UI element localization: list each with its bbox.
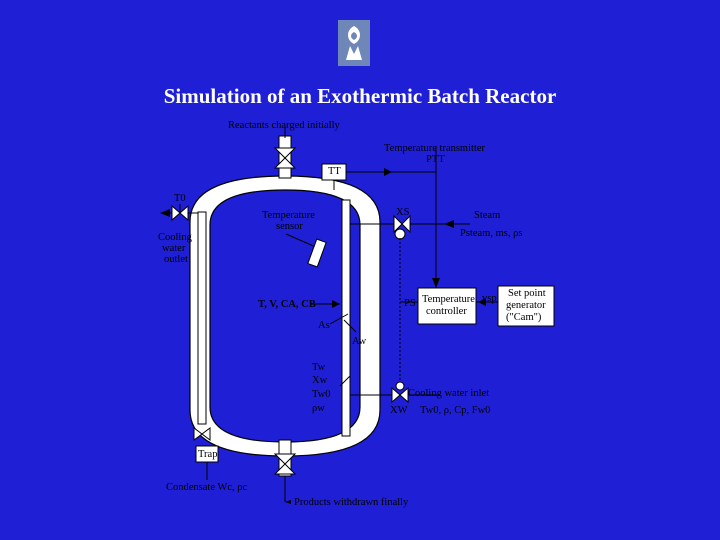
institution-logo [338, 20, 370, 66]
steam-props-label: Psteam, ms, ρs [460, 228, 523, 239]
cooling-outlet-label-3: outlet [164, 254, 188, 265]
temperature-controller-box [417, 287, 477, 325]
as-label: As [318, 320, 330, 331]
state-vars-label: T, V, CA, CB [258, 299, 316, 310]
jacket-label-1: Tw [312, 362, 326, 373]
controller-label-1: Temperature [422, 294, 475, 305]
steam-trap-valve [193, 427, 211, 441]
right-jacket-pipe [341, 199, 351, 437]
setpoint-generator-box [497, 285, 555, 327]
product-outlet-valve [273, 453, 297, 475]
t0-label: T0 [174, 193, 186, 204]
left-jacket-pipe [197, 211, 207, 425]
condensate-label: Condensate Wc, ρc [166, 482, 248, 493]
xs-label: XS [396, 207, 410, 218]
vsp-label: vsp [482, 293, 497, 304]
reactants-label: Reactants charged initially [228, 120, 340, 131]
ptt-label: PTT [426, 154, 445, 165]
temp-sensor-label-2: sensor [276, 221, 303, 232]
jacket-label-2: Xw [312, 375, 328, 386]
products-label: Products withdrawn finally [294, 497, 409, 508]
cooling-outlet-label-2: water [162, 243, 186, 254]
cooling-inlet-valve [391, 381, 409, 404]
xw-label: XW [390, 405, 408, 416]
temp-transmitter-label: Temperature transmitter [384, 143, 486, 154]
ps-label: PS [404, 298, 416, 309]
temperature-sensor [307, 238, 327, 268]
jacket-label-4: ρw [312, 403, 325, 414]
diagram-title: Simulation of an Exothermic Batch Reacto… [163, 84, 557, 108]
cooling-inlet-label: Cooling water inlet [408, 388, 490, 399]
cooling-outlet-valve [171, 204, 189, 222]
setpoint-label-3: ("Cam") [506, 312, 542, 323]
cooling-outlet-label-1: Cooling [158, 232, 192, 243]
tt-label: TT [328, 166, 341, 177]
jacket-label-3: Tw0 [312, 389, 331, 400]
setpoint-label-1: Set point [508, 288, 546, 299]
temp-sensor-label-1: Temperature [262, 210, 315, 221]
reactant-inlet-valve [273, 147, 297, 169]
steam-valve [393, 214, 411, 240]
controller-label-2: controller [426, 306, 467, 317]
trap-label: Trap [198, 449, 218, 460]
steam-label: Steam [474, 210, 501, 221]
setpoint-label-2: generator [506, 300, 546, 311]
cooling-inlet-props-label: Tw0, ρ, Cp, Fw0 [420, 405, 491, 416]
aw-label: Aw [352, 336, 367, 347]
